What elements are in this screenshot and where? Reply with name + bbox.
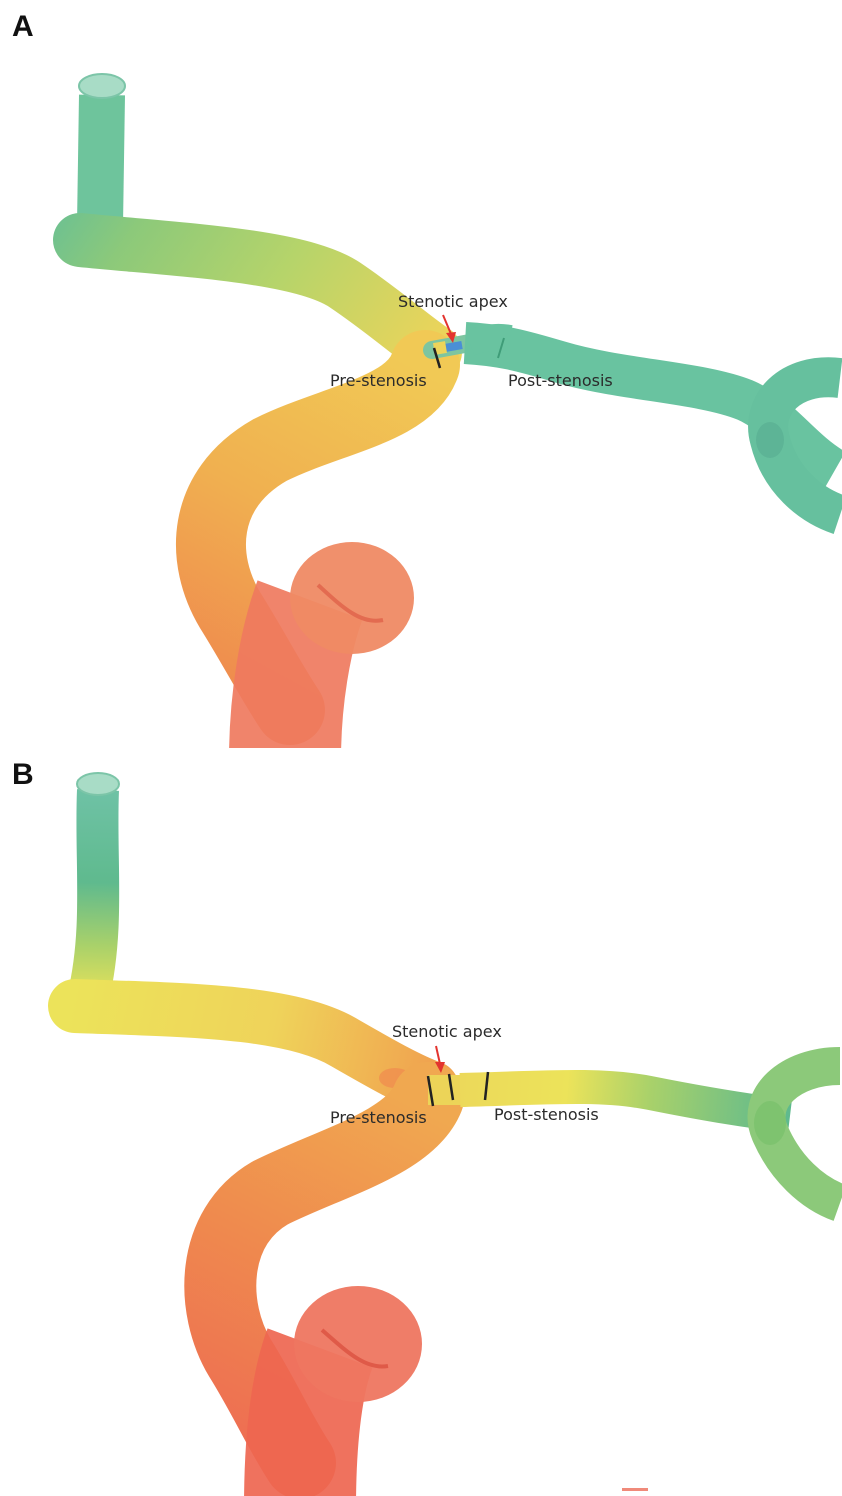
post-stenosis-label-b: Post-stenosis xyxy=(494,1105,599,1124)
vessel-b-top-cap xyxy=(76,772,120,796)
pre-stenosis-label-b: Pre-stenosis xyxy=(330,1108,427,1127)
pre-stenosis-label-a: Pre-stenosis xyxy=(330,371,427,390)
apex-arrowhead-a xyxy=(446,332,456,343)
vessel-a-trunk-cap xyxy=(290,542,414,654)
apex-arrow-b xyxy=(435,1045,441,1065)
vessel-b-trunk-cap xyxy=(294,1286,422,1402)
post-stenosis-marker-b xyxy=(483,1071,490,1101)
vessel-a-upper-branch xyxy=(53,213,462,379)
apex-marker-b xyxy=(447,1073,455,1101)
panel-a-letter: A xyxy=(12,10,34,43)
apex-arrowhead-b xyxy=(435,1062,445,1073)
apex-arrow-a xyxy=(442,314,452,335)
vessel-b-post-branch xyxy=(459,1069,793,1133)
post-stenosis-marker-a xyxy=(497,337,505,359)
pre-stenosis-marker-b xyxy=(426,1075,435,1107)
bottom-mark xyxy=(622,1488,648,1491)
vessel-a-top-cap xyxy=(78,73,126,99)
panel-a: A xyxy=(12,10,842,748)
stenotic-apex-label-b: Stenotic apex xyxy=(392,1022,502,1041)
post-stenosis-label-a: Post-stenosis xyxy=(508,371,613,390)
panel-b-letter: B xyxy=(12,758,34,791)
pre-stenosis-marker-a xyxy=(432,347,442,369)
vessel-model-b: Stenotic apex Pre-stenosis Post-stenosis xyxy=(48,772,842,1496)
vessel-b-top-stub xyxy=(67,789,120,1003)
stenotic-apex-label-a: Stenotic apex xyxy=(398,292,508,311)
vessel-b-upper-branch xyxy=(48,979,459,1115)
panel-b: B xyxy=(0,748,842,1496)
vessel-a-top-stub xyxy=(77,94,125,226)
vessel-model-a: Stenotic apex Pre-stenosis Post-stenosis xyxy=(53,73,842,748)
